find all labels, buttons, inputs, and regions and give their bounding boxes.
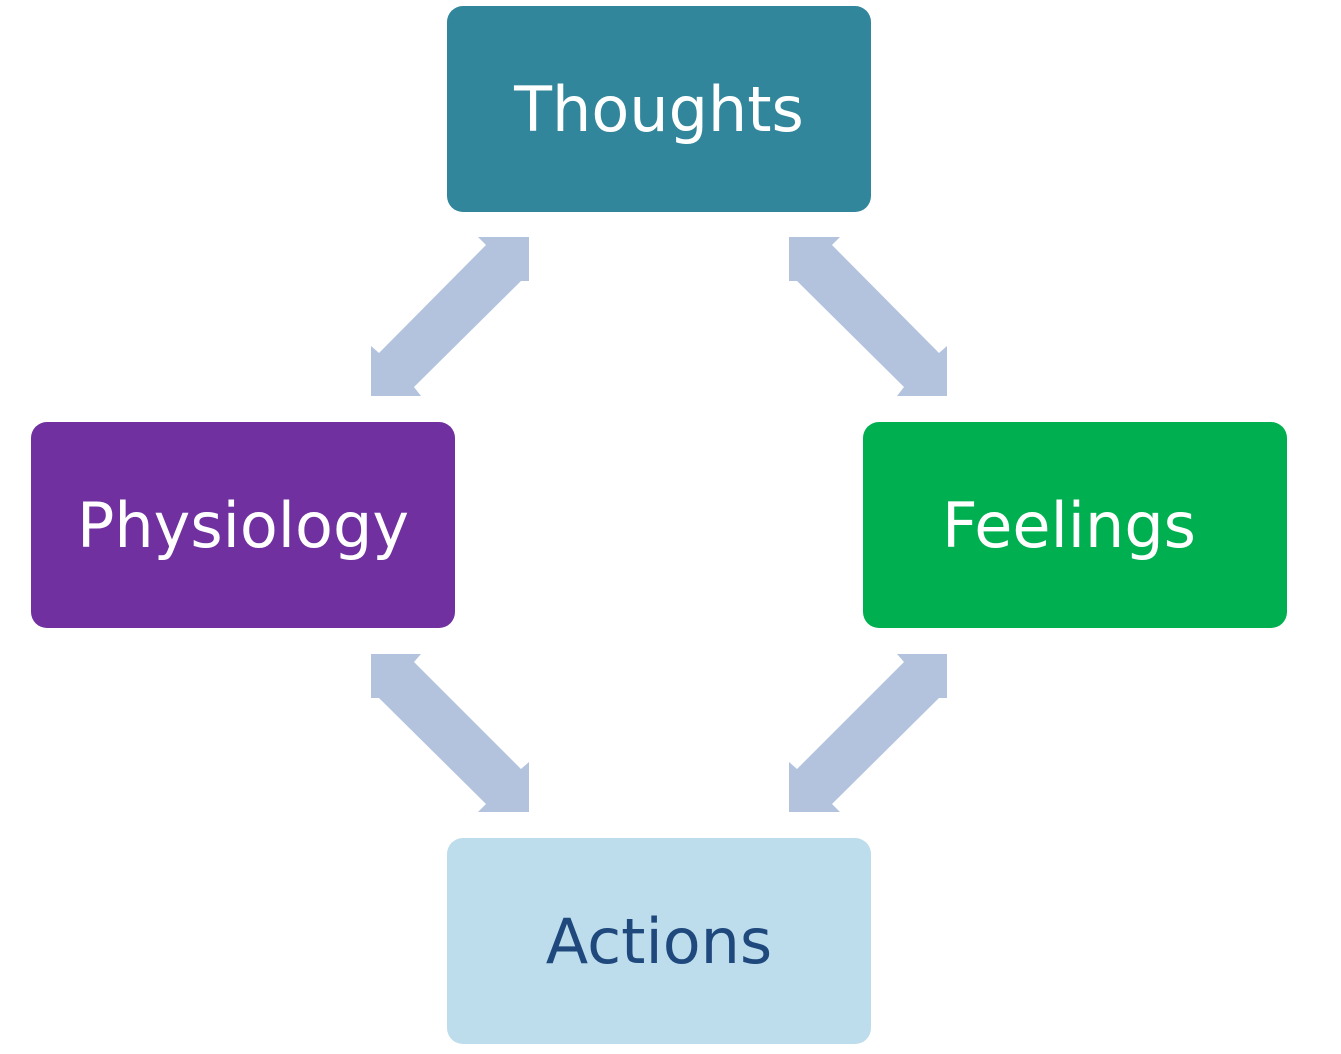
node-feelings-label: Feelings — [942, 488, 1196, 562]
double-arrow-thoughts-physiology — [371, 237, 529, 396]
node-physiology: Physiology — [31, 422, 455, 628]
double-arrow-thoughts-feelings — [789, 237, 947, 396]
node-thoughts-label: Thoughts — [514, 72, 804, 146]
double-arrow-feelings-actions — [789, 654, 947, 812]
double-arrow-physiology-actions — [371, 654, 529, 812]
node-actions-label: Actions — [545, 904, 773, 978]
node-actions: Actions — [447, 838, 871, 1044]
node-physiology-label: Physiology — [76, 488, 410, 562]
node-thoughts: Thoughts — [447, 6, 871, 212]
node-feelings: Feelings — [863, 422, 1287, 628]
